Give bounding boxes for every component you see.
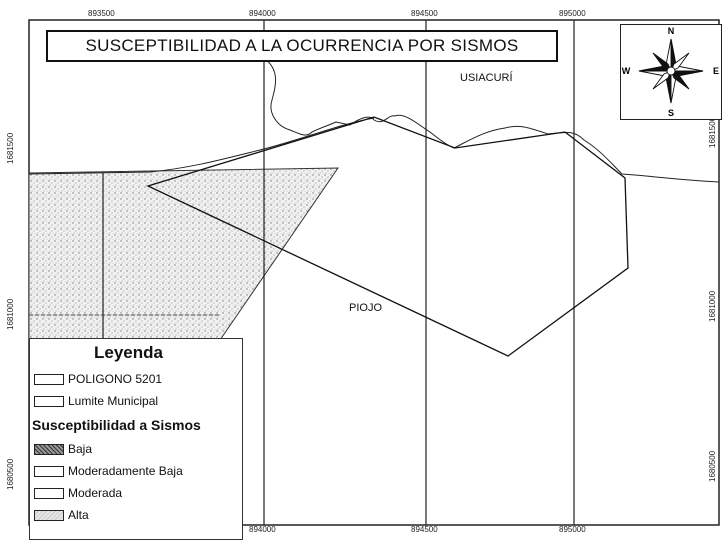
legend-label-mod-baja: Moderadamente Baja xyxy=(68,464,183,478)
map-title-text: SUSCEPTIBILIDAD A LA OCURRENCIA POR SISM… xyxy=(85,36,519,55)
y-tick-left-1681500: 1681500 xyxy=(6,132,15,164)
compass-w: W xyxy=(622,66,631,76)
compass-s: S xyxy=(668,108,674,118)
y-tick-left-1680500: 1680500 xyxy=(6,458,15,490)
municipal-boundary-west xyxy=(28,117,375,175)
legend-class-moderada: Moderada xyxy=(34,485,122,501)
place-label-piojo: PIOJO xyxy=(349,302,383,314)
legend-item-limite: Lumite Municipal xyxy=(34,393,158,409)
legend-swatch-baja xyxy=(34,443,64,455)
legend-swatch-poligono xyxy=(34,373,64,385)
legend-label-limite: Lumite Municipal xyxy=(68,394,159,408)
map-title: SUSCEPTIBILIDAD A LA OCURRENCIA POR SISM… xyxy=(46,30,558,62)
legend-class-mod-baja: Moderadamente Baja xyxy=(34,463,183,479)
municipal-boundary xyxy=(263,57,720,183)
legend-class-alta: Alta xyxy=(34,507,89,523)
x-tick-top-893500: 893500 xyxy=(88,9,115,18)
legend-swatch-alta xyxy=(34,509,64,521)
x-tick-bottom-894500: 894500 xyxy=(411,525,438,534)
legend: Leyenda POLIGONO 5201 Lumite Municipal S… xyxy=(29,338,243,540)
legend-swatch-moderada xyxy=(34,487,64,499)
x-tick-top-894500: 894500 xyxy=(411,9,438,18)
y-tick-left-1681000: 1681000 xyxy=(6,298,15,330)
compass-e: E xyxy=(713,66,719,76)
legend-label-moderada: Moderada xyxy=(68,486,123,500)
y-tick-right-1681500: 1681500 xyxy=(708,116,717,148)
legend-title: Leyenda xyxy=(94,343,163,362)
legend-label-poligono: POLIGONO 5201 xyxy=(68,372,163,386)
legend-swatch-mod-baja xyxy=(34,465,64,477)
place-label-usiacuri: USIACURÍ xyxy=(460,72,513,84)
legend-label-alta: Alta xyxy=(68,508,89,522)
x-tick-top-894000: 894000 xyxy=(249,9,276,18)
compass-rose: N S W E xyxy=(620,24,722,120)
compass-n: N xyxy=(668,26,675,36)
legend-label-baja: Baja xyxy=(68,442,93,456)
poligono-5201 xyxy=(146,116,629,357)
legend-swatch-limite xyxy=(34,395,64,407)
x-tick-top-895000: 895000 xyxy=(559,9,586,18)
y-tick-right-1680500: 1680500 xyxy=(708,450,717,482)
y-tick-right-1681000: 1681000 xyxy=(708,290,717,322)
x-tick-bottom-894000: 894000 xyxy=(249,525,276,534)
legend-class-baja: Baja xyxy=(34,441,92,457)
legend-subtitle: Susceptibilidad a Sismos xyxy=(32,417,201,433)
legend-item-poligono: POLIGONO 5201 xyxy=(34,371,162,387)
x-tick-bottom-895000: 895000 xyxy=(559,525,586,534)
compass-icon: N S W E xyxy=(622,26,719,118)
